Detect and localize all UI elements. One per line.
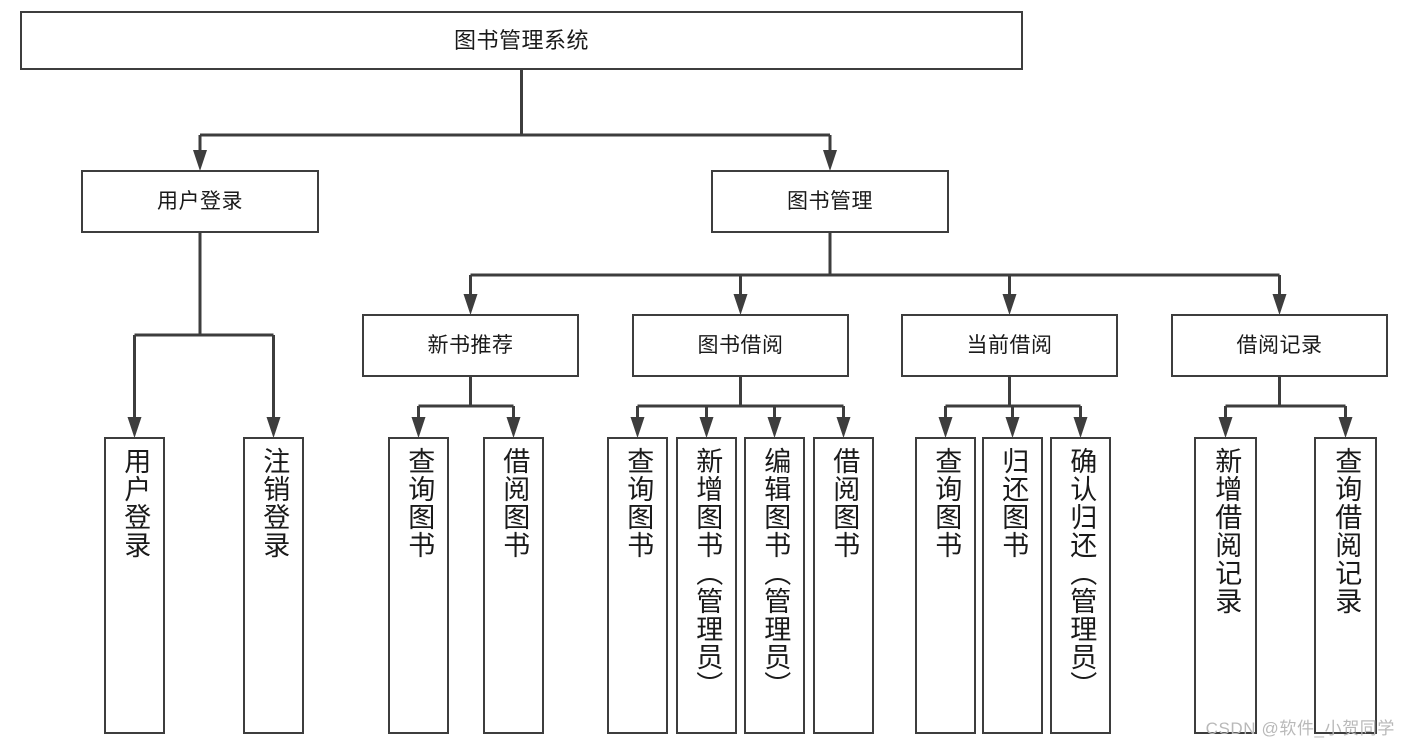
node-label: 图书借阅 <box>697 333 784 357</box>
node-label: 新书推荐 <box>427 333 514 357</box>
node-label: 图书管理系统 <box>453 27 589 53</box>
node-l-login[interactable]: 用户登录 <box>104 437 165 734</box>
node-l-confirm[interactable]: 确认归还（管理员） <box>1050 437 1111 734</box>
node-label: 查询图书 <box>404 447 435 559</box>
node-l-query3[interactable]: 查询图书 <box>915 437 976 734</box>
node-root[interactable]: 图书管理系统 <box>20 11 1023 70</box>
node-l-queryrec[interactable]: 查询借阅记录 <box>1314 437 1377 734</box>
node-current[interactable]: 当前借阅 <box>901 314 1118 377</box>
node-label: 借阅图书 <box>829 447 860 559</box>
node-records[interactable]: 借阅记录 <box>1171 314 1388 377</box>
node-l-addbook[interactable]: 新增图书（管理员） <box>676 437 737 734</box>
node-label: 编辑图书（管理员） <box>760 447 791 699</box>
node-login[interactable]: 用户登录 <box>81 170 319 233</box>
node-label: 新增借阅记录 <box>1211 447 1242 615</box>
node-bookmgmt[interactable]: 图书管理 <box>711 170 949 233</box>
node-l-query2[interactable]: 查询图书 <box>607 437 668 734</box>
node-newbook[interactable]: 新书推荐 <box>362 314 579 377</box>
node-label: 借阅图书 <box>499 447 530 559</box>
node-label: 确认归还（管理员） <box>1066 447 1097 699</box>
node-l-logout[interactable]: 注销登录 <box>243 437 304 734</box>
node-borrow[interactable]: 图书借阅 <box>632 314 849 377</box>
node-label: 注销登录 <box>259 447 290 559</box>
node-l-return[interactable]: 归还图书 <box>982 437 1043 734</box>
node-label: 查询借阅记录 <box>1331 447 1362 615</box>
node-l-query1[interactable]: 查询图书 <box>388 437 449 734</box>
node-l-borrow1[interactable]: 借阅图书 <box>483 437 544 734</box>
node-label: 用户登录 <box>120 447 151 559</box>
node-label: 查询图书 <box>623 447 654 559</box>
node-label: 借阅记录 <box>1236 333 1323 357</box>
watermark: CSDN @软件_小贺同学 <box>1205 719 1395 738</box>
node-label: 图书管理 <box>787 189 873 213</box>
node-label: 归还图书 <box>998 447 1029 559</box>
node-label: 用户登录 <box>157 189 243 213</box>
node-label: 当前借阅 <box>966 333 1053 357</box>
node-label: 新增图书（管理员） <box>692 447 723 699</box>
node-l-editbook[interactable]: 编辑图书（管理员） <box>744 437 805 734</box>
node-l-addrec[interactable]: 新增借阅记录 <box>1194 437 1257 734</box>
node-label: 查询图书 <box>931 447 962 559</box>
node-l-borrow2[interactable]: 借阅图书 <box>813 437 874 734</box>
